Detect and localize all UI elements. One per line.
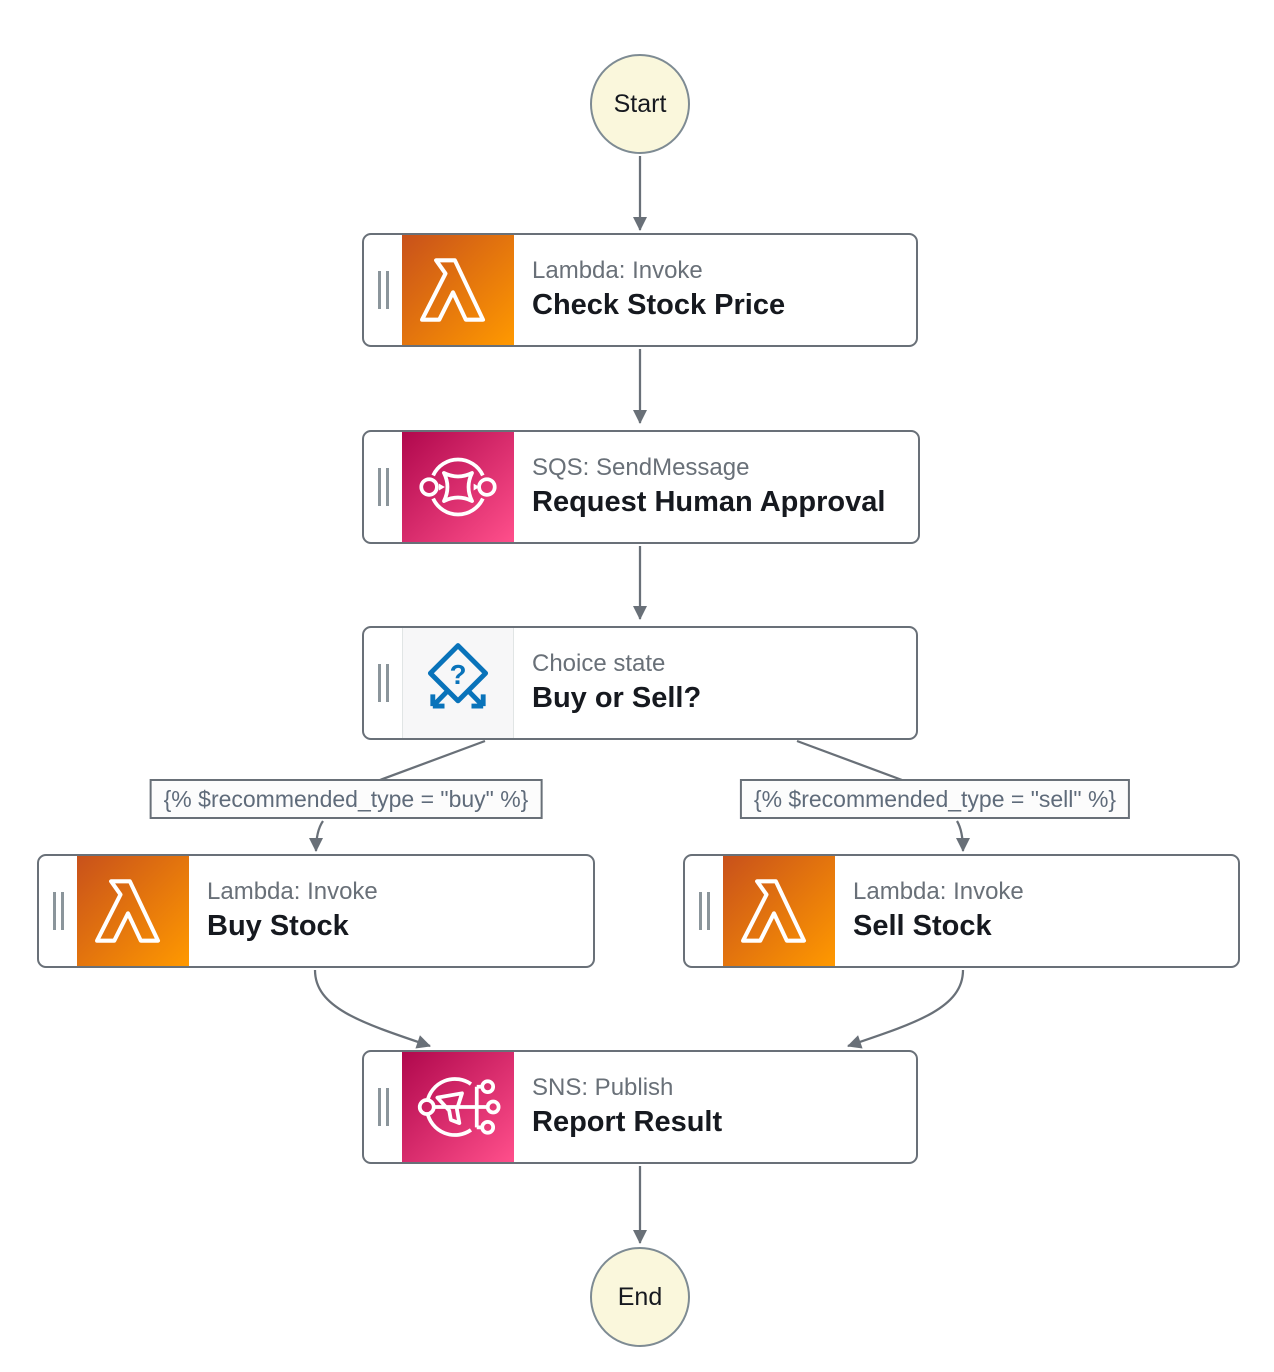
node-title: Sell Stock: [853, 909, 992, 942]
sqs-icon: [402, 432, 514, 542]
task-node-buy-stock[interactable]: Lambda: Invoke Buy Stock: [37, 854, 595, 968]
edge-choice-to-sell-label: [796, 739, 903, 782]
lambda-icon: [402, 235, 514, 345]
task-node-request-human-approval[interactable]: SQS: SendMessage Request Human Approval: [362, 430, 920, 544]
drag-handle-icon[interactable]: [364, 1052, 402, 1162]
node-title: Check Stock Price: [532, 288, 786, 321]
start-label: Start: [613, 89, 667, 118]
edge-sell-label-to-sell: [955, 820, 970, 852]
task-node-sell-stock[interactable]: Lambda: Invoke Sell Stock: [683, 854, 1240, 968]
lambda-icon: [77, 856, 189, 966]
node-service-label: Choice state: [532, 650, 666, 678]
edge-buy-to-report: [313, 969, 431, 1049]
choice-icon: ?: [402, 628, 514, 738]
choice-node-buy-or-sell[interactable]: ? Choice state Buy or Sell?: [362, 626, 918, 740]
question-mark-glyph: ?: [450, 659, 467, 690]
node-service-label: Lambda: Invoke: [207, 878, 378, 906]
node-title: Report Result: [532, 1105, 723, 1138]
condition-label-sell: {% $recommended_type = "sell" %}: [739, 779, 1131, 819]
drag-handle-icon[interactable]: [364, 628, 402, 738]
end-label: End: [617, 1282, 663, 1311]
task-node-check-stock-price[interactable]: Lambda: Invoke Check Stock Price: [362, 233, 918, 347]
node-service-label: Lambda: Invoke: [853, 878, 1024, 906]
node-title: Request Human Approval: [532, 485, 886, 518]
node-title: Buy or Sell?: [532, 681, 702, 714]
edge-sell-to-report: [847, 969, 965, 1049]
condition-label-buy: {% $recommended_type = "buy" %}: [149, 779, 543, 819]
node-service-label: SQS: SendMessage: [532, 454, 750, 482]
node-title: Buy Stock: [207, 909, 349, 942]
sns-icon: [402, 1052, 514, 1162]
task-node-report-result[interactable]: SNS: Publish Report Result: [362, 1050, 918, 1164]
drag-handle-icon[interactable]: [685, 856, 723, 966]
drag-handle-icon[interactable]: [364, 235, 402, 345]
end-terminal: End: [590, 1247, 690, 1347]
node-service-label: SNS: Publish: [532, 1074, 674, 1102]
start-terminal: Start: [590, 54, 690, 154]
lambda-icon: [723, 856, 835, 966]
node-service-label: Lambda: Invoke: [532, 257, 703, 285]
edge-buy-label-to-buy: [309, 820, 324, 852]
drag-handle-icon[interactable]: [39, 856, 77, 966]
drag-handle-icon[interactable]: [364, 432, 402, 542]
edge-choice-to-buy-label: [379, 739, 486, 782]
